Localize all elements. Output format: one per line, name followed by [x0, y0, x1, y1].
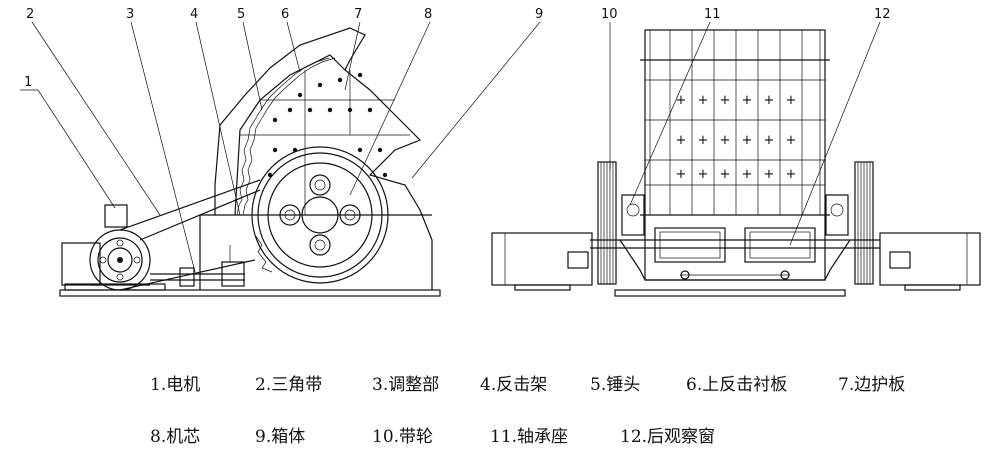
front-view: + + + + + + + + + + + + + + + + + + — [491, 29, 981, 297]
rotor — [251, 146, 389, 284]
adjusting-rod — [150, 245, 245, 287]
svg-text:+: + — [676, 93, 687, 108]
motor — [61, 204, 151, 291]
legend-row-2: 8.机芯 9.箱体 10.带轮 11.轴承座 12.后观察窗 — [0, 424, 1000, 450]
callout-2: 2 — [26, 7, 34, 22]
crusher-assembly-drawing: + + + + + + + + + + + + + + + + + + — [20, 7, 981, 297]
callout-3: 3 — [126, 7, 134, 22]
svg-text:+: + — [742, 93, 753, 108]
legend-item: 3.调整部 — [372, 375, 440, 395]
housing-bolts — [267, 72, 388, 178]
callout-11: 11 — [704, 7, 721, 22]
svg-text:+: + — [676, 133, 687, 148]
svg-text:+: + — [720, 133, 731, 148]
legend-item: 11.轴承座 — [490, 427, 569, 447]
svg-text:+: + — [676, 167, 687, 182]
svg-text:+: + — [698, 133, 709, 148]
pulley-right — [854, 161, 874, 285]
motor-left — [491, 232, 593, 291]
legend-item: 4.反击架 — [480, 375, 548, 395]
callout-9: 9 — [535, 7, 543, 22]
front-bolt-marks: + + + + + + + + + + + + + + + + + + — [676, 93, 797, 182]
callout-12: 12 — [874, 7, 891, 22]
svg-text:+: + — [698, 167, 709, 182]
callout-1: 1 — [24, 75, 32, 90]
legend-row-1: 1.电机 2.三角带 3.调整部 4.反击架 5.锤头 6.上反击衬板 7.边护… — [0, 372, 1000, 398]
svg-text:+: + — [742, 133, 753, 148]
svg-text:+: + — [698, 93, 709, 108]
svg-text:+: + — [786, 133, 797, 148]
rear-observation-windows — [654, 227, 816, 263]
legend-item: 7.边护板 — [838, 375, 906, 395]
housing — [199, 27, 433, 290]
pulley-left — [597, 161, 617, 285]
legend-item: 6.上反击衬板 — [686, 375, 788, 395]
callout-4: 4 — [190, 7, 198, 22]
svg-text:+: + — [764, 93, 775, 108]
lower-liner — [254, 234, 273, 273]
callout-10: 10 — [601, 7, 618, 22]
callout-8: 8 — [424, 7, 432, 22]
legend-item: 1.电机 — [150, 375, 201, 395]
svg-text:+: + — [786, 93, 797, 108]
callout-numbers: 1 2 3 4 5 6 7 8 9 10 11 12 — [24, 7, 891, 90]
svg-text:+: + — [786, 167, 797, 182]
svg-text:+: + — [720, 93, 731, 108]
impact-liner-teeth — [236, 57, 336, 216]
legend-item: 2.三角带 — [255, 375, 323, 395]
callout-6: 6 — [281, 7, 289, 22]
legend-item: 9.箱体 — [255, 427, 306, 447]
callout-7: 7 — [354, 7, 362, 22]
side-view — [59, 27, 441, 297]
callout-5: 5 — [237, 7, 245, 22]
leader-lines — [20, 21, 881, 273]
parts-legend: 1.电机 2.三角带 3.调整部 4.反击架 5.锤头 6.上反击衬板 7.边护… — [0, 360, 1000, 460]
svg-text:+: + — [764, 167, 775, 182]
legend-item: 8.机芯 — [150, 427, 201, 447]
front-grid — [645, 30, 825, 215]
legend-item: 12.后观察窗 — [620, 427, 716, 447]
svg-text:+: + — [742, 167, 753, 182]
svg-text:+: + — [720, 167, 731, 182]
legend-item: 10.带轮 — [372, 427, 434, 447]
bearing-seats — [621, 194, 849, 236]
svg-text:+: + — [764, 133, 775, 148]
motor-right — [879, 232, 981, 291]
legend-item: 5.锤头 — [590, 375, 641, 395]
